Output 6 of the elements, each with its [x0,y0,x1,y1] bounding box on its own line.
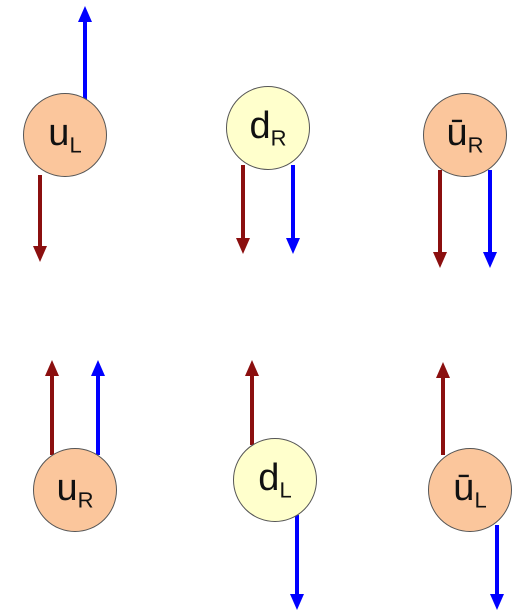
particle-label: u$_{L}$ [48,112,82,158]
particle-label: ū$_{L}$ [453,466,487,514]
particle-label: u$_{R}$ [56,466,94,514]
particle-label: d$_{L}$ [258,456,292,504]
particle-label: d$_{R}$ [249,104,287,152]
particle-label: ū$_{R}$ [446,112,484,158]
